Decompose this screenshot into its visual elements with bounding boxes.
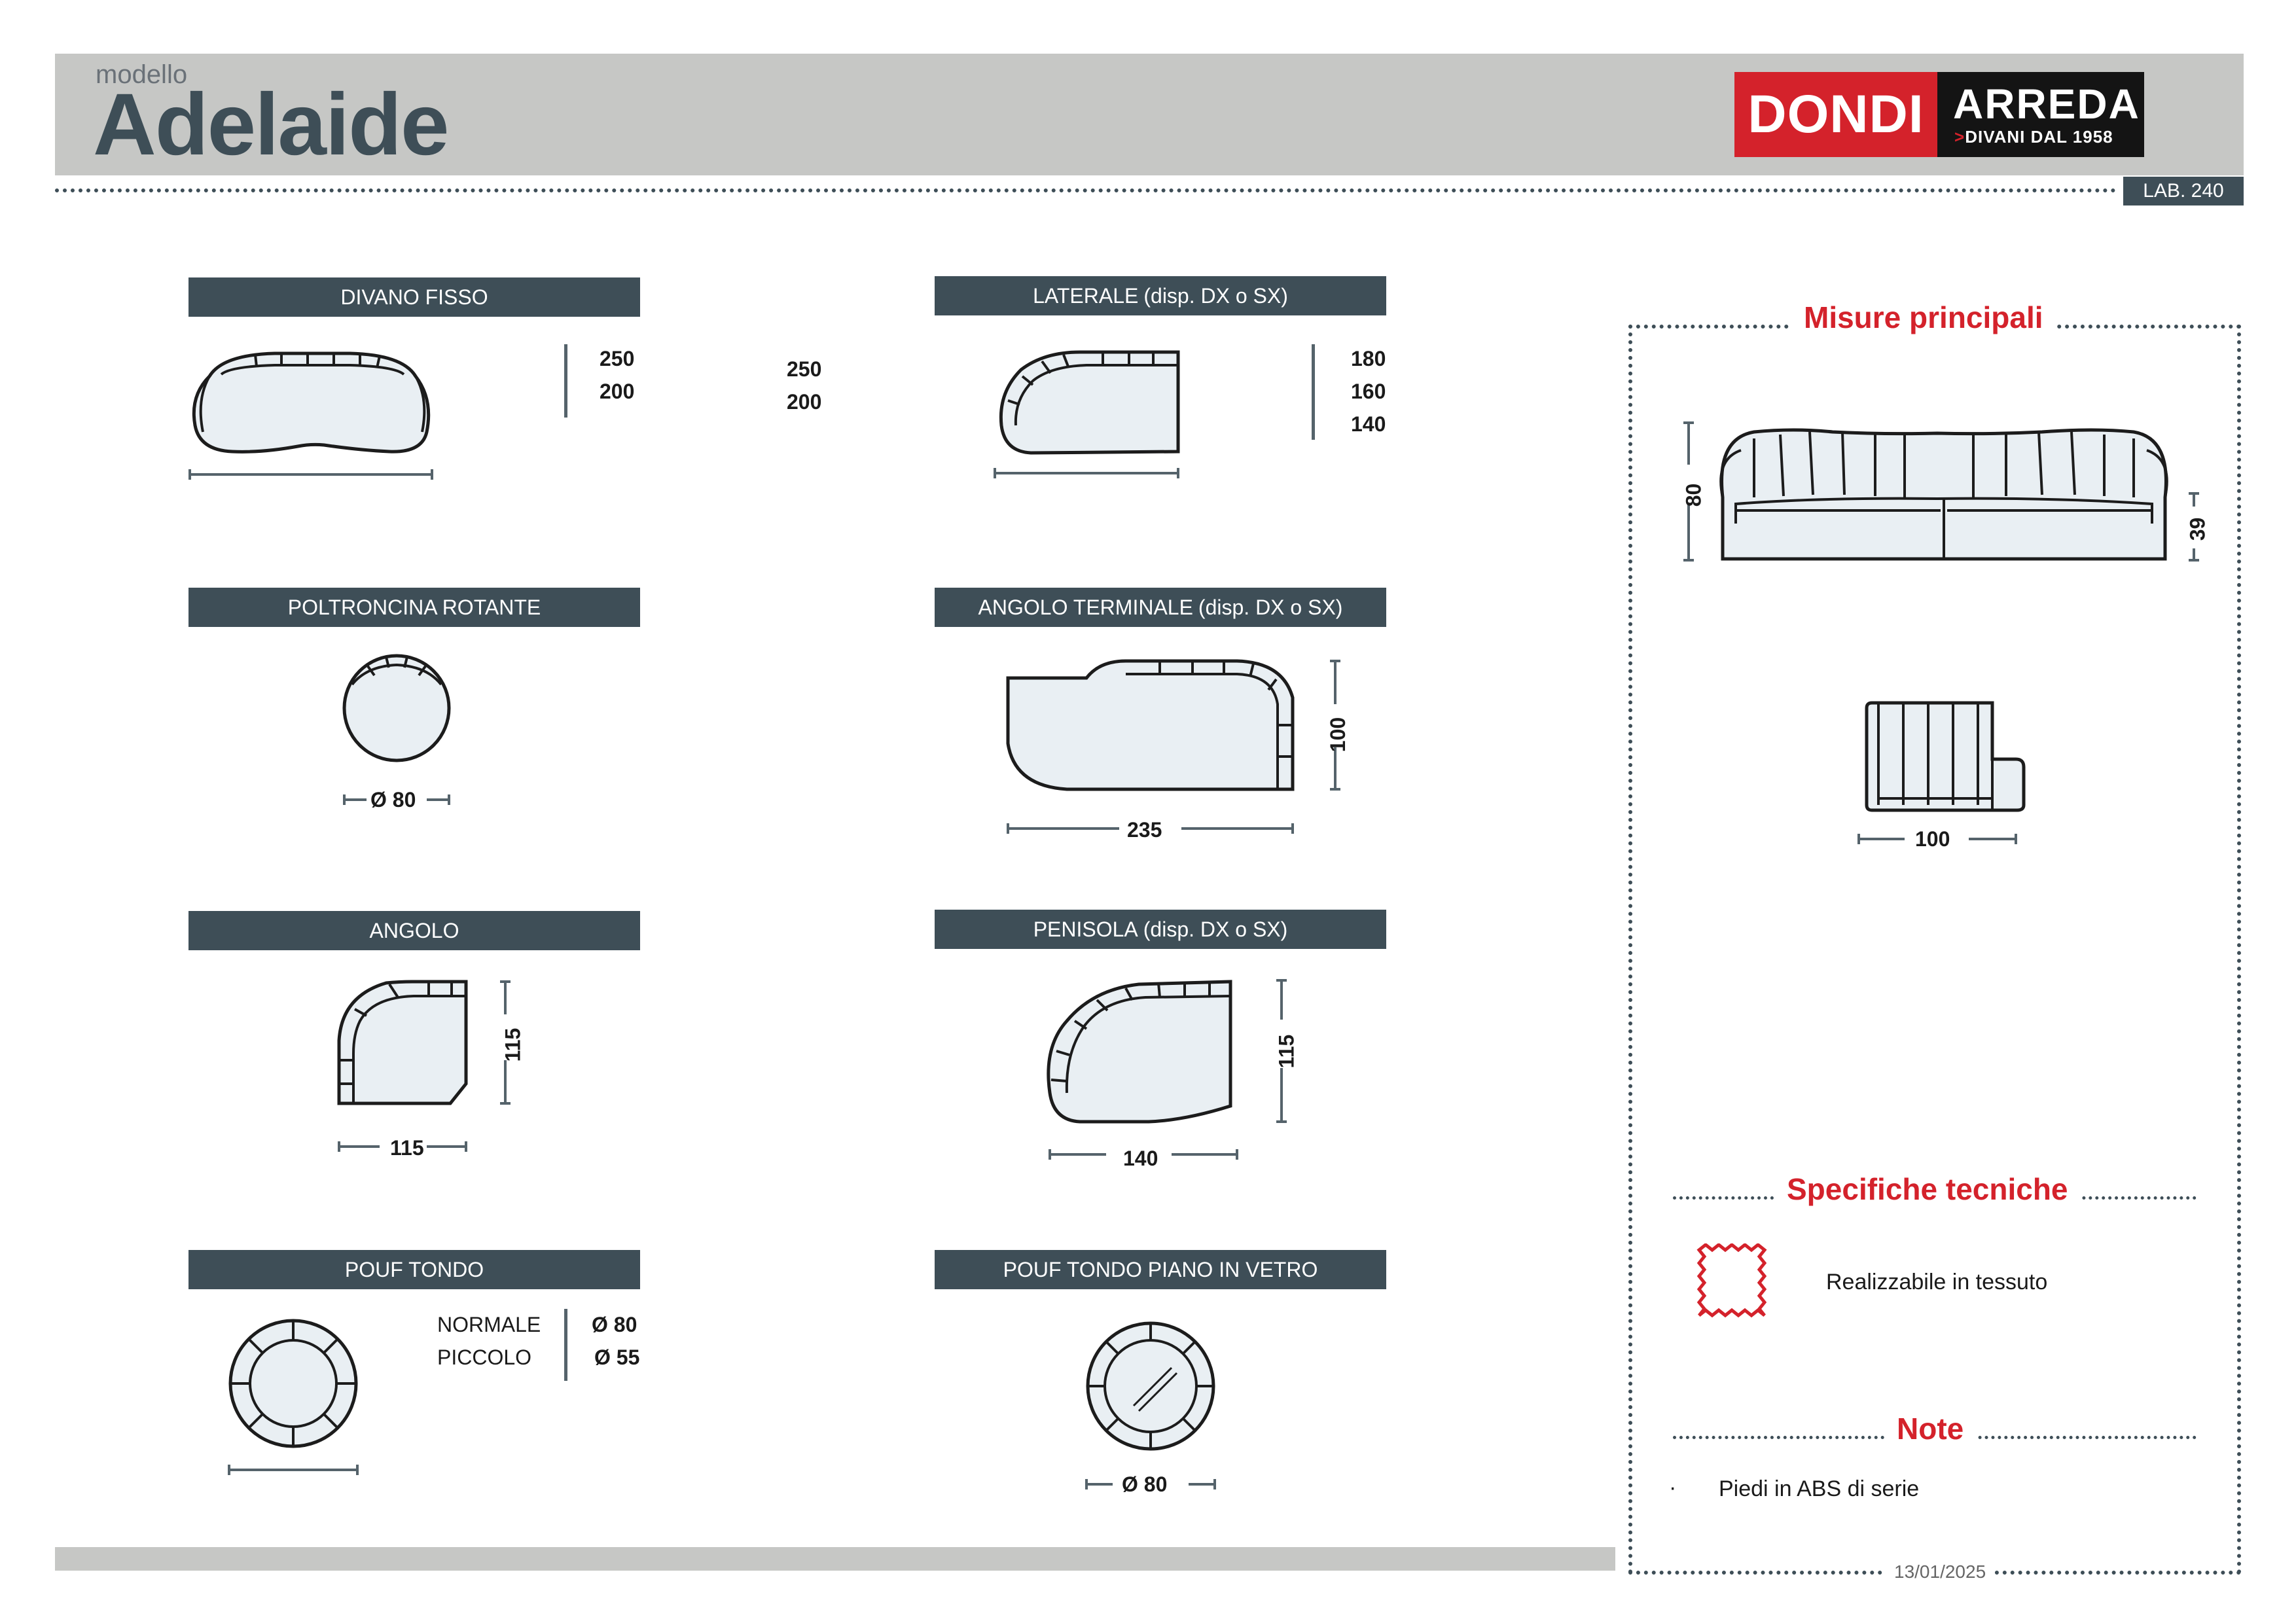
section-pouf-vetro-title: POUF TONDO PIANO IN VETRO bbox=[935, 1250, 1386, 1289]
brand-logo-red: DONDI bbox=[1734, 72, 1937, 157]
angolo-terminale-depth: 100 bbox=[1326, 717, 1350, 753]
section-pouf-tondo-title: POUF TONDO bbox=[188, 1250, 640, 1289]
divano-fisso-dim-bar bbox=[564, 344, 567, 418]
pouf-size-value-normale: Ø 80 bbox=[592, 1313, 637, 1336]
main-depth-value: 100 bbox=[1915, 827, 1950, 851]
poltroncina-diameter: Ø 80 bbox=[370, 788, 416, 812]
angolo-terminale-width: 235 bbox=[1127, 818, 1162, 842]
main-sofa-side-drawing bbox=[1857, 701, 2026, 844]
section-penisola-title: PENISOLA(disp. DX o SX) bbox=[935, 910, 1386, 949]
divano-fisso-dim-3: 250 bbox=[787, 357, 822, 381]
section-divano-fisso-title: DIVANO FISSO bbox=[188, 277, 640, 317]
divano-fisso-dim-4: 200 bbox=[787, 390, 822, 414]
document-date: 13/01/2025 bbox=[1885, 1561, 1996, 1582]
model-label: modello bbox=[96, 60, 188, 89]
pouf-tondo-dim-bar bbox=[564, 1309, 567, 1381]
fabric-icon bbox=[1696, 1243, 1767, 1318]
section-poltroncina-title: POLTRONCINA ROTANTE bbox=[188, 588, 640, 627]
note-title: Note bbox=[1885, 1411, 1976, 1446]
pouf-size-label-piccolo: PICCOLO bbox=[437, 1346, 532, 1369]
brand-tagline: >DIVANI DAL 1958 bbox=[1954, 127, 2113, 147]
poltroncina-drawing bbox=[342, 654, 451, 805]
brand-logo: DONDI ARREDA >DIVANI DAL 1958 bbox=[1734, 72, 2144, 157]
footer-band bbox=[55, 1547, 1615, 1571]
section-laterale-title: LATERALE(disp. DX o SX) bbox=[935, 276, 1386, 315]
brand-logo-arreda: ARREDA bbox=[1953, 80, 2140, 128]
penisola-width: 140 bbox=[1123, 1147, 1158, 1170]
pouf-vetro-drawing bbox=[1085, 1321, 1216, 1489]
divano-fisso-drawing bbox=[188, 351, 433, 480]
pouf-size-label-normale: NORMALE bbox=[437, 1313, 541, 1336]
misure-principali-title: Misure principali bbox=[1792, 300, 2055, 335]
angolo-width: 115 bbox=[390, 1136, 424, 1160]
main-sofa-front-drawing bbox=[1683, 421, 2199, 562]
spec-fabric-text: Realizzabile in tessuto bbox=[1826, 1270, 2048, 1294]
pouf-size-value-piccolo: Ø 55 bbox=[594, 1346, 640, 1369]
model-name: Adelaide bbox=[93, 76, 450, 173]
section-angolo-title: ANGOLO bbox=[188, 911, 640, 950]
laterale-dim-3: 140 bbox=[1351, 412, 1386, 436]
main-height-value: 80 bbox=[1681, 483, 1706, 507]
angolo-terminale-drawing bbox=[1006, 659, 1340, 834]
laterale-dim-bar bbox=[1312, 344, 1315, 440]
laterale-drawing bbox=[994, 350, 1180, 478]
note-item-1: Piedi in ABS di serie bbox=[1719, 1476, 1920, 1501]
divano-fisso-dim-1: 250 bbox=[600, 347, 635, 370]
penisola-depth: 115 bbox=[1274, 1034, 1299, 1069]
main-seat-height-value: 39 bbox=[2185, 517, 2210, 541]
note-bullet: · bbox=[1669, 1475, 1677, 1500]
header-divider bbox=[55, 188, 2117, 192]
angolo-drawing bbox=[337, 980, 511, 1152]
penisola-drawing bbox=[1047, 979, 1287, 1160]
lab-badge: LAB. 240 bbox=[2123, 177, 2244, 205]
specifiche-tecniche-title: Specifiche tecniche bbox=[1775, 1171, 2080, 1207]
pouf-tondo-drawing bbox=[228, 1319, 359, 1475]
angolo-depth: 115 bbox=[501, 1027, 525, 1062]
pouf-vetro-diameter: Ø 80 bbox=[1122, 1472, 1168, 1496]
divano-fisso-dim-2: 200 bbox=[600, 380, 635, 403]
brand-logo-black: ARREDA >DIVANI DAL 1958 bbox=[1937, 72, 2144, 157]
laterale-dim-1: 180 bbox=[1351, 347, 1386, 370]
laterale-dim-2: 160 bbox=[1351, 380, 1386, 403]
section-angolo-terminale-title: ANGOLO TERMINALE(disp. DX o SX) bbox=[935, 588, 1386, 627]
chevron-right-icon: > bbox=[1954, 127, 1965, 147]
